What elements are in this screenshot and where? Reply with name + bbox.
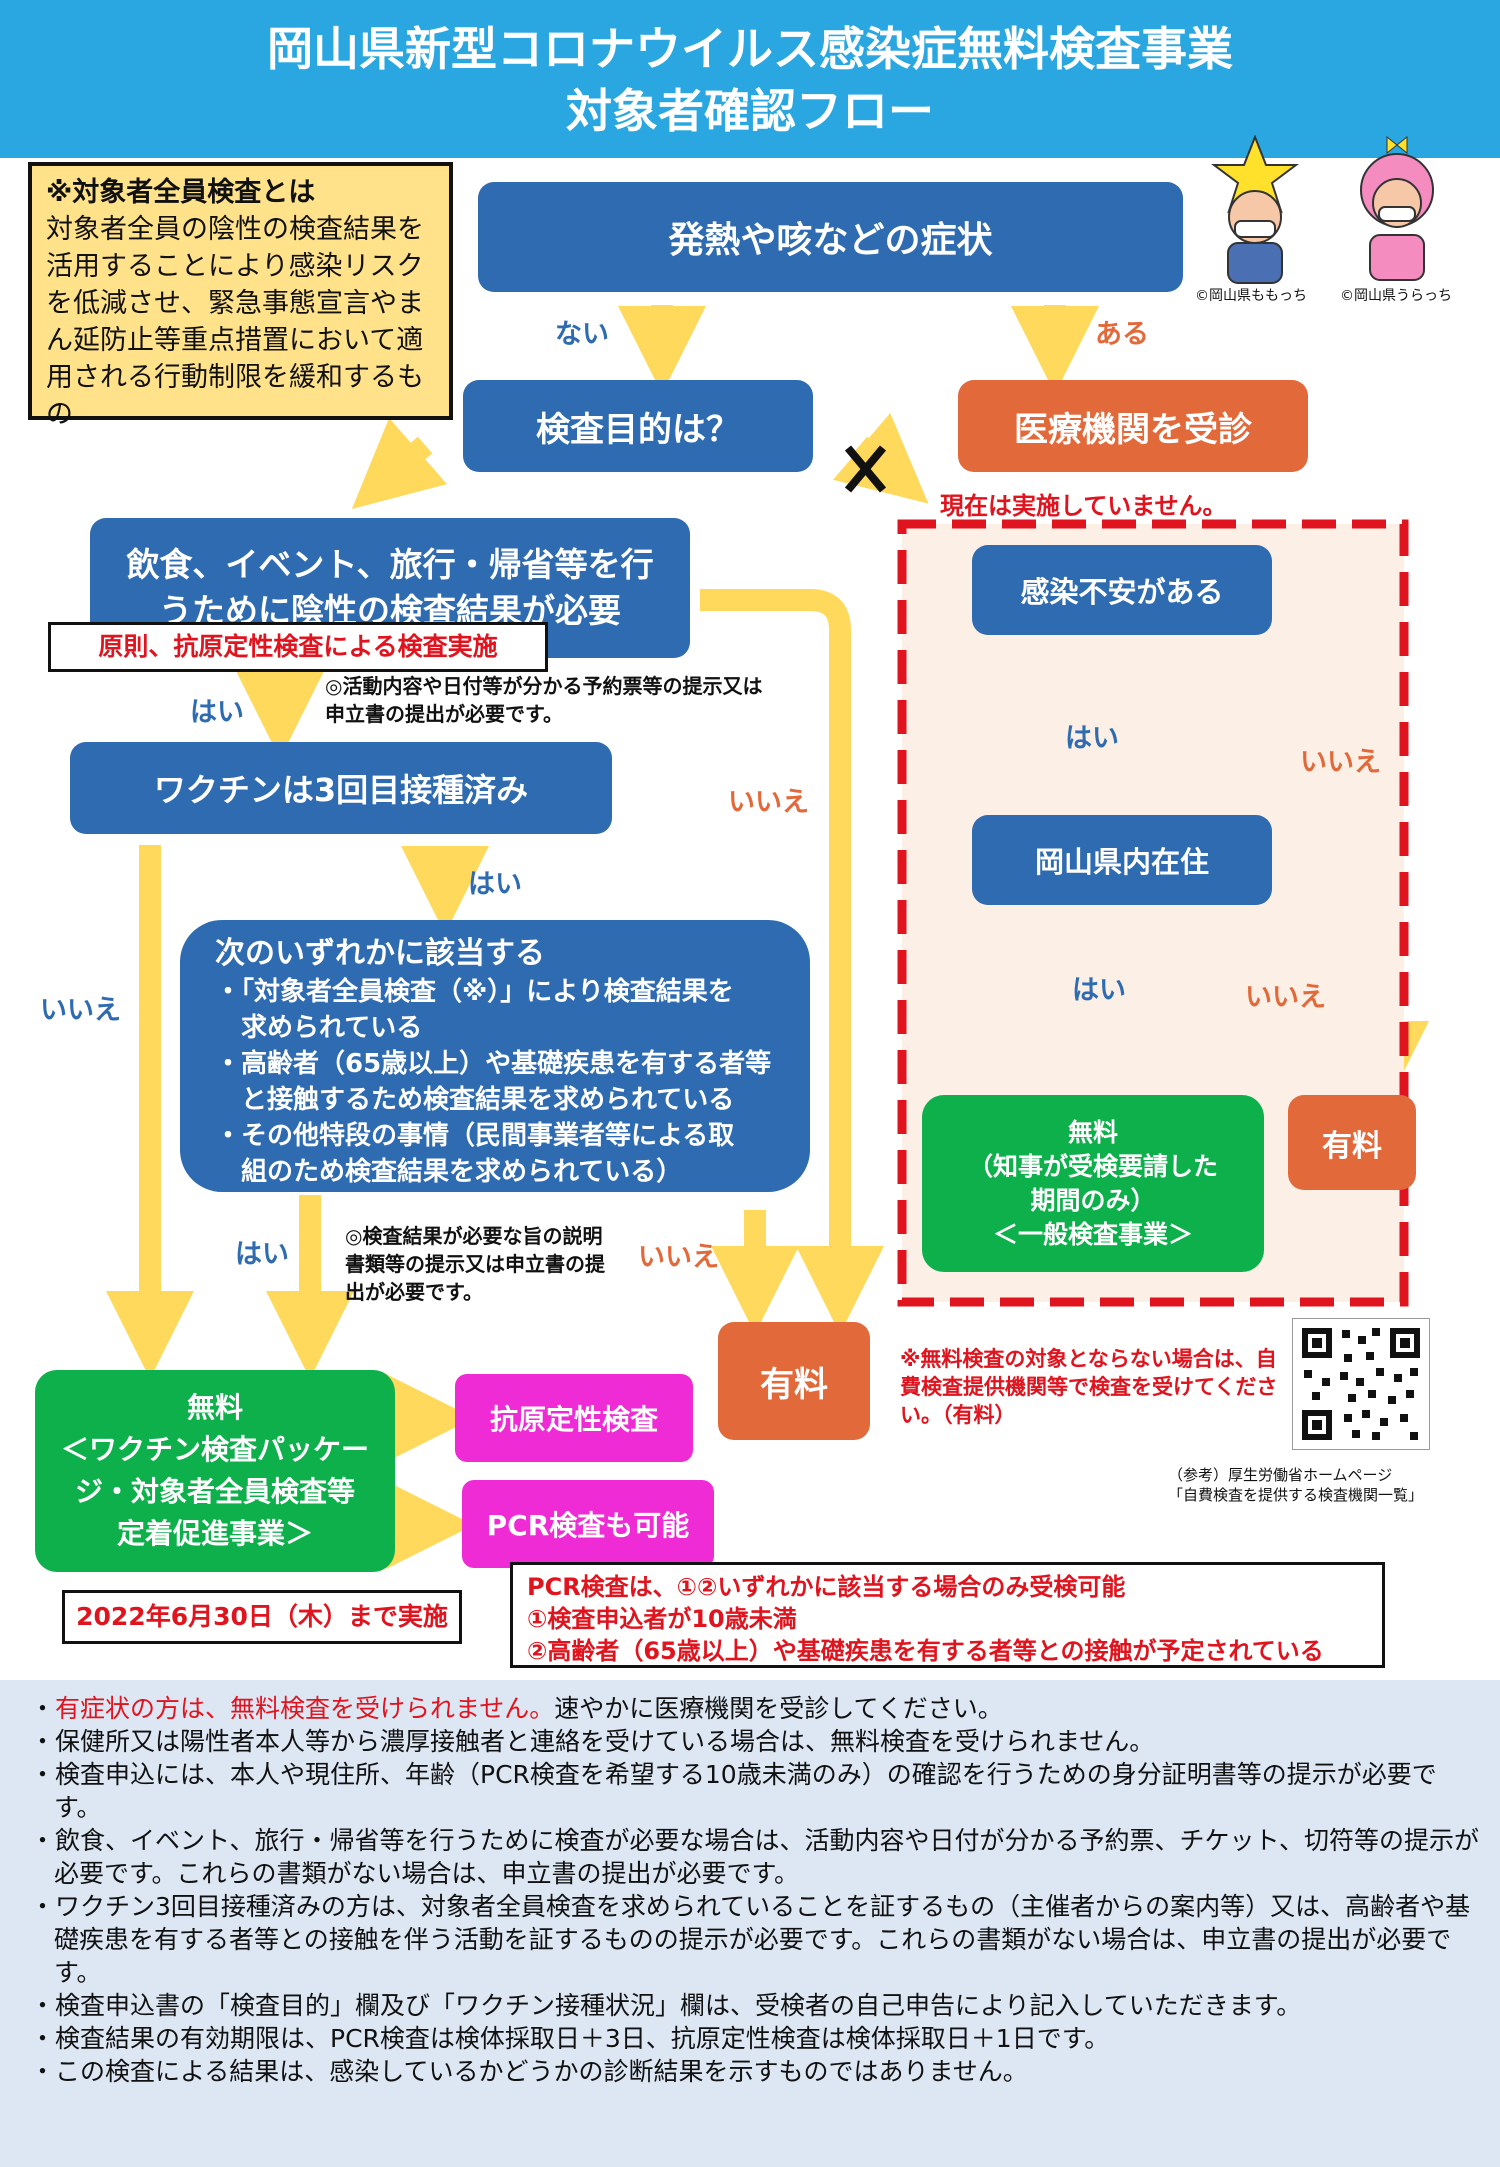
label-iie-resident: いいえ: [1245, 982, 1326, 1013]
pcr-note-1: ①検査申込者が10歳未満: [527, 1605, 797, 1633]
travel-line1: 飲食、イベント、旅行・帰省等を行: [126, 545, 654, 584]
bottom-item-1: ・有症状の方は、無料検査を受けられません。速やかに医療機関を受診してください。: [30, 1694, 1003, 1723]
any-item-1b: 求められている: [215, 1013, 423, 1043]
bottom-item-6: ・検査申込書の「検査目的」欄及び「ワクチン接種状況」欄は、受検者の自己申告により…: [30, 1991, 1302, 2020]
node-purpose: 検査目的は？: [463, 380, 813, 472]
bottom-item-5: ・ワクチン3回目接種済みの方は、対象者全員検査を求められていることを証するもの（…: [30, 1892, 1471, 1987]
docs-note: ◎検査結果が必要な旨の説明書類等の提示又は申立書の提出が必要です。: [345, 1224, 605, 1304]
any-item-2: ・高齢者（65歳以上）や基礎疾患を有する者等: [215, 1049, 772, 1079]
node-clinic: 医療機関を受診: [958, 380, 1308, 472]
reference-line2: 「自費検査を提供する検査機関一覧」: [1168, 1486, 1424, 1504]
bottom-item-7: ・検査結果の有効期限は、PCR検査は検体採取日＋3日、抗原定性検査は検体採取日＋…: [30, 2024, 1110, 2053]
pcr-note-2: ②高齢者（65歳以上）や基礎疾患を有する者等との接触が予定されている: [527, 1637, 1324, 1665]
any-item-2b: と接触するため検査結果を求められている: [215, 1085, 735, 1115]
free-title: 無料: [186, 1391, 243, 1424]
mascot-momocchi-icon: [1211, 135, 1299, 284]
node-paid-right: 有料: [1288, 1095, 1416, 1190]
not-implemented-label: 現在は実施していません。: [940, 492, 1227, 520]
bottom-item-8: ・この検査による結果は、感染しているかどうかの診断結果を示すものではありません。: [30, 2057, 1028, 2086]
bottom-item-1-red: 有症状の方は、無料検査を受けられません。: [55, 1694, 555, 1723]
label-iie-travel: いいえ: [728, 787, 809, 818]
any-item-3b: 組のため検査結果を求められている）: [215, 1157, 683, 1187]
node-pcr-test: PCR検査も可能: [462, 1480, 714, 1568]
bottom-item-2: ・保健所又は陽性者本人等から濃厚接触者と連絡を受けている場合は、無料検査を受けら…: [30, 1727, 1155, 1756]
label-iie-vaccine: いいえ: [40, 995, 121, 1026]
free-general-4: ＜一般検査事業＞: [992, 1219, 1193, 1249]
title-line2: 対象者確認フロー: [566, 84, 934, 138]
note-body: 対象者全員の陰性の検査結果を活用することにより感染リスクを低減させ、緊急事態宣言…: [46, 214, 424, 430]
title-line1: 岡山県新型コロナウイルス感染症無料検査事業: [267, 22, 1233, 76]
mascot-caption-right: ©岡山県うらっち: [1340, 288, 1452, 304]
label-iie-any: いいえ: [638, 1242, 719, 1273]
bottom-item-3: ・検査申込には、本人や現住所、年齢（PCR検査を希望する10歳未満のみ）の確認を…: [30, 1760, 1437, 1822]
label-hai-3: はい: [235, 1239, 289, 1270]
node-symptom: 発熱や咳などの症状: [478, 182, 1183, 292]
bottom-notes: ・有症状の方は、無料検査を受けられません。速やかに医療機関を受診してください。 …: [0, 1680, 1500, 2167]
mascot-uracchi-icon: [1360, 135, 1434, 281]
label-hai-5: はい: [1072, 975, 1126, 1006]
node-resident: 岡山県内在住: [972, 815, 1272, 905]
free-general-1: 無料: [1067, 1117, 1118, 1147]
node-vaccine: ワクチンは3回目接種済み: [70, 742, 612, 834]
free-general-3: 期間のみ）: [1030, 1185, 1156, 1215]
antigen-principle-note: 原則、抗原定性検査による検査実施: [48, 622, 548, 672]
label-nai: ない: [555, 319, 609, 350]
paid-note: ※無料検査の対象とならない場合は、自費検査提供機関等で検査を受けてください。（有…: [900, 1347, 1278, 1427]
label-hai-4: はい: [1065, 723, 1119, 754]
bottom-item-1-rest: 速やかに医療機関を受診してください。: [554, 1694, 1003, 1723]
label-iie-anxiety: いいえ: [1300, 747, 1381, 778]
any-title: 次のいずれかに該当する: [215, 936, 545, 971]
node-any-condition: 次のいずれかに該当する ・「対象者全員検査（※）」により検査結果を 求められてい…: [180, 920, 810, 1192]
page-header: 岡山県新型コロナウイルス感染症無料検査事業 対象者確認フロー: [0, 0, 1500, 158]
node-paid-center: 有料: [718, 1322, 870, 1440]
node-free-package: 無料 ＜ワクチン検査パッケー ジ・対象者全員検査等 定着促進事業＞: [35, 1370, 395, 1572]
until-date-note: 2022年6月30日（木）まで実施: [62, 1590, 462, 1644]
qr-code-icon[interactable]: [1292, 1318, 1430, 1450]
pcr-condition-note: PCR検査は、①②いずれかに該当する場合のみ受検可能 ①検査申込者が10歳未満 …: [510, 1562, 1385, 1668]
any-item-3: ・その他特段の事情（民間事業者等による取: [215, 1121, 735, 1151]
free-line2: ＜ワクチン検査パッケー: [60, 1433, 369, 1466]
label-aru: ある: [1095, 319, 1149, 350]
mascot-caption-left: ©岡山県ももっち: [1195, 288, 1307, 304]
reservation-note: ◎活動内容や日付等が分かる予約票等の提示又は申立書の提出が必要です。: [325, 674, 763, 726]
label-hai-1: はい: [190, 697, 244, 728]
node-free-general: 無料 （知事が受検要請した 期間のみ） ＜一般検査事業＞: [922, 1095, 1264, 1272]
definition-note: ※対象者全員検査とは 対象者全員の陰性の検査結果を活用することにより感染リスクを…: [28, 162, 453, 430]
node-antigen-test: 抗原定性検査: [455, 1374, 693, 1462]
note-title: ※対象者全員検査とは: [46, 177, 316, 208]
free-general-2: （知事が受検要請した: [967, 1151, 1218, 1181]
bottom-item-4: ・飲食、イベント、旅行・帰省等を行うために検査が必要な場合は、活動内容や日付が分…: [30, 1826, 1480, 1888]
free-line3: ジ・対象者全員検査等: [74, 1475, 355, 1508]
reference-note: （参考）厚生労働省ホームページ 「自費検査を提供する検査機関一覧」: [1168, 1465, 1423, 1505]
node-anxiety: 感染不安がある: [972, 545, 1272, 635]
pcr-note-title: PCR検査は、①②いずれかに該当する場合のみ受検可能: [527, 1573, 1126, 1601]
free-line4: 定着促進事業＞: [116, 1517, 313, 1550]
reference-line1: （参考）厚生労働省ホームページ: [1168, 1466, 1393, 1484]
label-hai-2: はい: [468, 869, 522, 900]
any-item-1: ・「対象者全員検査（※）」により検査結果を: [215, 977, 734, 1007]
